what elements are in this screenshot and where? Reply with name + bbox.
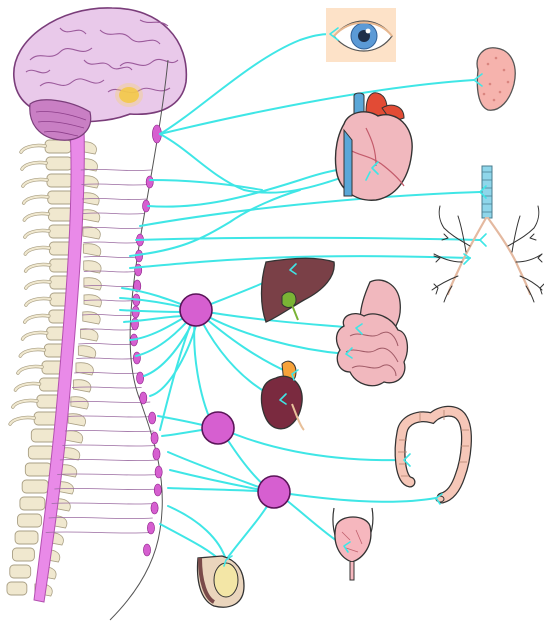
spinal-nerve xyxy=(62,445,155,446)
vertebra xyxy=(18,514,67,528)
vertebra xyxy=(25,225,100,239)
vertebra xyxy=(26,276,101,290)
kidney-icon xyxy=(262,361,304,430)
chain-ganglion xyxy=(151,502,158,514)
vertebra xyxy=(20,344,95,358)
spinal-nerve xyxy=(76,358,137,359)
vertebra xyxy=(21,140,96,154)
genitals-icon xyxy=(198,556,244,607)
salivary-gland-icon xyxy=(477,48,515,110)
chain-ganglion xyxy=(149,412,156,424)
sympathetic-trunk xyxy=(110,60,168,620)
chain-ganglion xyxy=(133,352,140,364)
spinal-nerve xyxy=(60,459,157,460)
vertebra xyxy=(12,548,59,562)
chain-ganglion xyxy=(146,176,153,188)
vertebra xyxy=(24,191,99,205)
chain-ganglion xyxy=(135,264,142,276)
spinal-nerve xyxy=(46,532,150,533)
chain-ganglion xyxy=(143,544,150,556)
chain-ganglion xyxy=(154,484,161,496)
spinal-nerve xyxy=(78,343,134,344)
bladder-icon xyxy=(333,508,373,580)
celiac-ganglion xyxy=(180,294,212,326)
spinal-nerve xyxy=(83,242,139,243)
chain-ganglia xyxy=(130,125,162,556)
chain-ganglion xyxy=(147,522,154,534)
chain-ganglion xyxy=(140,392,147,404)
spinal-nerve xyxy=(65,430,154,431)
eye-icon xyxy=(326,8,396,62)
superior-mesenteric-ganglion xyxy=(202,412,234,444)
liver-icon xyxy=(262,258,335,322)
chain-ganglion xyxy=(151,432,158,444)
chain-ganglion xyxy=(153,448,160,460)
stomach-icon xyxy=(337,280,408,386)
lungs-icon xyxy=(432,166,544,302)
chain-ganglion xyxy=(136,372,143,384)
vertebra xyxy=(25,242,100,256)
heart-icon xyxy=(335,93,412,200)
vertebra xyxy=(24,208,99,222)
vertebra xyxy=(15,378,90,392)
vertebra xyxy=(10,412,85,426)
vertebra xyxy=(15,531,63,545)
chain-ganglion xyxy=(155,466,162,478)
vertebra xyxy=(23,174,98,188)
inferior-mesenteric-ganglion xyxy=(258,476,290,508)
vertebra xyxy=(25,310,100,324)
vertebra xyxy=(22,157,97,171)
